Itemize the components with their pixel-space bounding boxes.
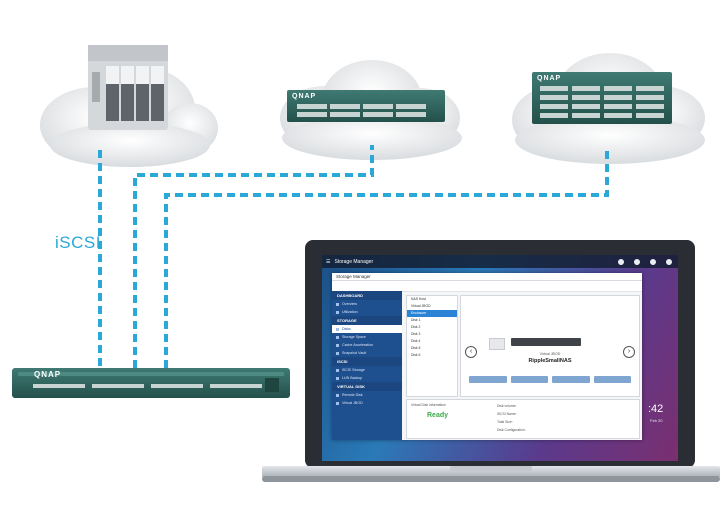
info-line: Disk volume: [497, 404, 517, 408]
rack-server-middle [287, 90, 445, 122]
tree-item[interactable]: Virtual JBOD [411, 304, 431, 308]
next-arrow-icon[interactable]: › [623, 346, 635, 358]
sidebar-section-dashboard: DASHBOARD [332, 291, 402, 300]
tower-nas-device [88, 45, 168, 130]
sidebar-item-disks[interactable]: Disks [332, 325, 402, 333]
sidebar-section-storage: STORAGE [332, 316, 402, 325]
rack-unit-bottom [12, 368, 290, 398]
info-line: Disk Configuration: [497, 428, 526, 432]
settings-icon[interactable] [666, 258, 672, 265]
app-tab[interactable]: Storage Manager [334, 258, 374, 265]
status-text: Ready [427, 412, 449, 419]
tree-item[interactable]: Disk 2 [411, 325, 421, 329]
sidebar-item-virtual-jbod[interactable]: Virtual JBOD [332, 399, 402, 407]
device-tree: NAS Host Virtual JBOD Enclosure Disk 1 D… [406, 295, 458, 397]
tree-item[interactable]: Disk 1 [411, 318, 421, 322]
user-icon[interactable] [650, 258, 656, 265]
search-icon[interactable] [618, 258, 624, 265]
link-right-to-rack [164, 150, 609, 368]
device-image [511, 338, 581, 346]
sidebar-section-iscsi: iSCSI [332, 357, 402, 366]
action-buttons [469, 376, 631, 383]
prev-arrow-icon[interactable]: ‹ [465, 346, 477, 358]
sidebar-item-snapshot[interactable]: Snapshot Vault [332, 349, 402, 357]
device-model: Virtual JBOD [539, 352, 561, 356]
tree-item[interactable]: Disk 5 [411, 346, 421, 350]
brand-label-middle: QNAP [292, 93, 317, 100]
clock-time: :42 [648, 403, 664, 415]
tree-item[interactable]: Disk 4 [411, 339, 421, 343]
info-panel: Virtual Disk information Ready Disk volu… [406, 399, 640, 439]
device-name: RippleSmallNAS [528, 358, 572, 364]
sidebar-item-utilization[interactable]: Utilization [332, 308, 402, 316]
brand-label-bottom: QNAP [34, 370, 62, 379]
tree-item[interactable]: Disk 3 [411, 332, 421, 336]
window-toolbar [332, 281, 642, 292]
action-button[interactable] [593, 376, 631, 383]
menu-icon[interactable]: ☰ [326, 258, 331, 265]
tree-item-selected[interactable]: Enclosure [407, 310, 457, 317]
clock-date: Feb 20 [650, 418, 663, 423]
device-panel: ‹ › Virtual JBOD RippleSmallNAS [460, 295, 640, 397]
notification-icon[interactable] [634, 258, 640, 265]
os-top-bar: ☰ Storage Manager [322, 255, 678, 268]
sidebar-item-remote-disk[interactable]: Remote Disk [332, 391, 402, 399]
laptop-screen: ☰ Storage Manager Storage Manager DASHBO… [322, 255, 678, 461]
enclosure-image [489, 338, 505, 350]
iscsi-connection-lines [98, 145, 609, 368]
sidebar-item-overview[interactable]: Overview [332, 300, 402, 308]
info-line: Total Size: [497, 420, 513, 424]
info-heading: Virtual Disk information [411, 403, 446, 407]
link-middle-to-rack [133, 145, 374, 368]
tree-item[interactable]: Disk 6 [411, 353, 421, 357]
sidebar: DASHBOARD Overview Utilization STORAGE D… [332, 291, 402, 440]
window-title: Storage Manager [332, 273, 642, 281]
sidebar-section-virtual-disk: VIRTUAL DISK [332, 382, 402, 391]
storage-manager-window: Storage Manager DASHBOARD Overview Utili… [332, 273, 642, 440]
sidebar-item-storage-space[interactable]: Storage Space [332, 333, 402, 341]
rack-server-right [532, 72, 672, 124]
brand-label-right: QNAP [537, 75, 562, 82]
info-line: iSCSI Name: [497, 412, 517, 416]
action-button[interactable] [510, 376, 548, 383]
sidebar-item-iscsi-storage[interactable]: iSCSI Storage [332, 366, 402, 374]
iscsi-label: iSCSI [55, 233, 101, 252]
action-button[interactable] [469, 376, 507, 383]
sidebar-item-lun-backup[interactable]: LUN Backup [332, 374, 402, 382]
sidebar-item-cache[interactable]: Cache Acceleration [332, 341, 402, 349]
action-button[interactable] [552, 376, 590, 383]
tree-item[interactable]: NAS Host [411, 297, 426, 301]
